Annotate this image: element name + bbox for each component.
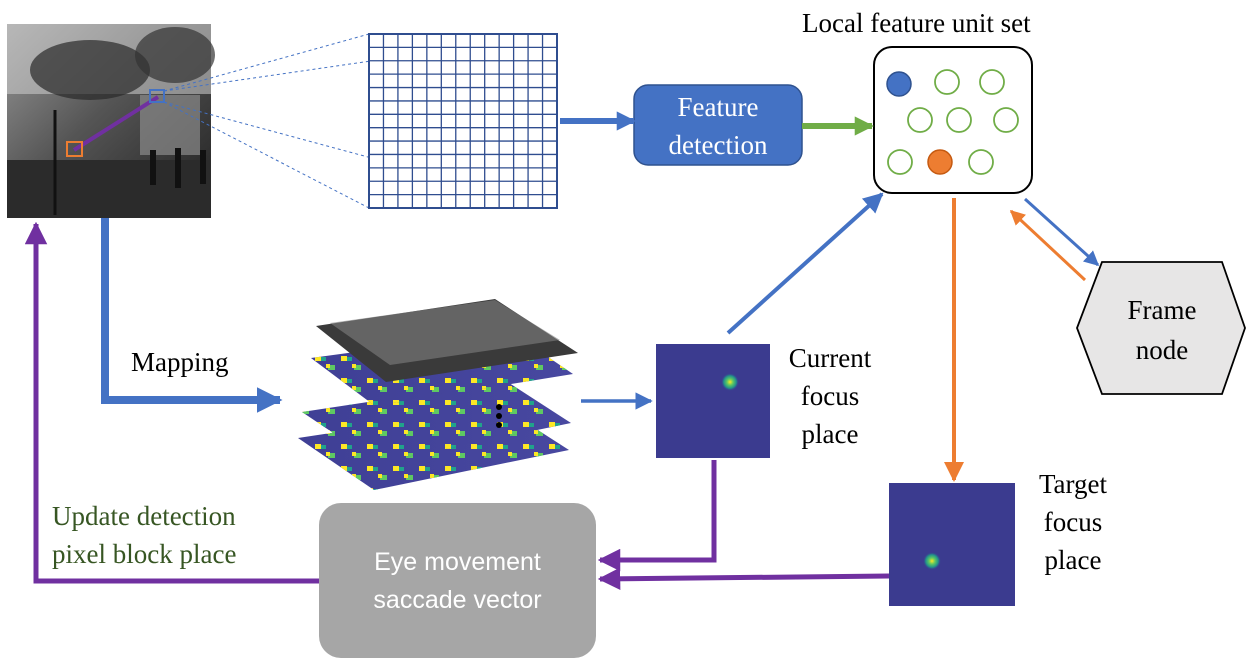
current-focus-line: focus bbox=[800, 381, 860, 411]
eye-movement-box bbox=[319, 503, 596, 658]
update-detection-line: Update detection bbox=[52, 501, 236, 531]
ellipsis-dot bbox=[496, 404, 502, 410]
ellipsis-dot bbox=[496, 413, 502, 419]
feature-map-stack bbox=[298, 299, 578, 490]
target-focus-hotspot bbox=[923, 552, 941, 570]
current-focus-place-label: Current focus place bbox=[775, 339, 885, 453]
feature-unit bbox=[934, 69, 960, 95]
grid-lines bbox=[369, 34, 557, 208]
frame-node-line: Frame bbox=[1127, 295, 1197, 325]
arrow-mapping bbox=[101, 218, 283, 413]
feature-unit bbox=[968, 149, 994, 175]
zoom-line bbox=[163, 101, 558, 209]
photo-detection-block bbox=[149, 89, 165, 103]
eye-movement-label: Eye movement saccade vector bbox=[319, 543, 596, 619]
arrow-target-focus-to-eye-movement bbox=[597, 567, 890, 591]
photo-post bbox=[175, 148, 181, 188]
target-focus-line: place bbox=[1044, 545, 1102, 575]
current-focus-heatmap bbox=[656, 344, 770, 458]
target-focus-line: focus bbox=[1043, 507, 1103, 537]
photo-post bbox=[200, 150, 206, 184]
photo-target-block bbox=[66, 141, 83, 157]
current-focus-line: place bbox=[801, 419, 859, 449]
frame-node-line: node bbox=[1135, 335, 1189, 365]
ellipsis-dot bbox=[496, 422, 502, 428]
target-focus-line: Target bbox=[1038, 469, 1108, 499]
grid-frame bbox=[368, 33, 558, 209]
update-detection-line: pixel block place bbox=[52, 539, 237, 569]
feature-detection-label: Feature detection bbox=[634, 88, 802, 164]
feature-unit bbox=[979, 69, 1005, 95]
arrow-eye-movement-to-photo bbox=[24, 221, 319, 584]
feature-detection-line: Feature bbox=[677, 92, 759, 122]
current-focus-hotspot bbox=[721, 373, 739, 391]
feature-map-layer-hotspots bbox=[302, 381, 571, 463]
feature-unit-blue bbox=[886, 71, 912, 97]
feature-unit-orange bbox=[927, 149, 953, 175]
current-focus-line: Current bbox=[788, 343, 872, 373]
pixel-block-grid bbox=[368, 33, 558, 209]
feature-detection-line: detection bbox=[668, 130, 768, 160]
local-feature-unit-box bbox=[873, 46, 1033, 194]
feature-units bbox=[886, 69, 1019, 175]
frame-node-hexagon bbox=[1076, 261, 1246, 395]
update-detection-label: Update detection pixel block place bbox=[52, 497, 236, 573]
street-photo bbox=[7, 24, 215, 218]
arrow-frame-node-to-unit-set bbox=[1009, 209, 1087, 282]
feature-unit bbox=[946, 107, 972, 133]
eye-movement-line: Eye movement bbox=[374, 548, 541, 576]
zoom-line bbox=[163, 101, 370, 209]
feature-unit bbox=[907, 107, 933, 133]
photo-tree bbox=[30, 40, 150, 100]
arrow-current-focus-to-eye-movement bbox=[597, 460, 717, 572]
target-focus-heatmap bbox=[889, 483, 1015, 606]
frame-node-label: Frame node bbox=[1102, 290, 1222, 370]
local-feature-unit-set-label: Local feature unit set bbox=[802, 8, 1031, 38]
target-focus-place-label: Target focus place bbox=[1018, 465, 1128, 579]
eye-movement-line: saccade vector bbox=[373, 586, 542, 614]
photo-tree bbox=[135, 27, 215, 83]
photo-post bbox=[150, 150, 156, 185]
feature-unit bbox=[887, 149, 913, 175]
arrow-current-focus-to-unit-set bbox=[726, 192, 884, 335]
mapping-label: Mapping bbox=[131, 347, 229, 377]
photo-layer-detail bbox=[330, 300, 560, 365]
feature-unit bbox=[993, 107, 1019, 133]
photo-saccade-line bbox=[72, 95, 160, 152]
arrow-unit-set-to-frame-node bbox=[1023, 197, 1100, 267]
